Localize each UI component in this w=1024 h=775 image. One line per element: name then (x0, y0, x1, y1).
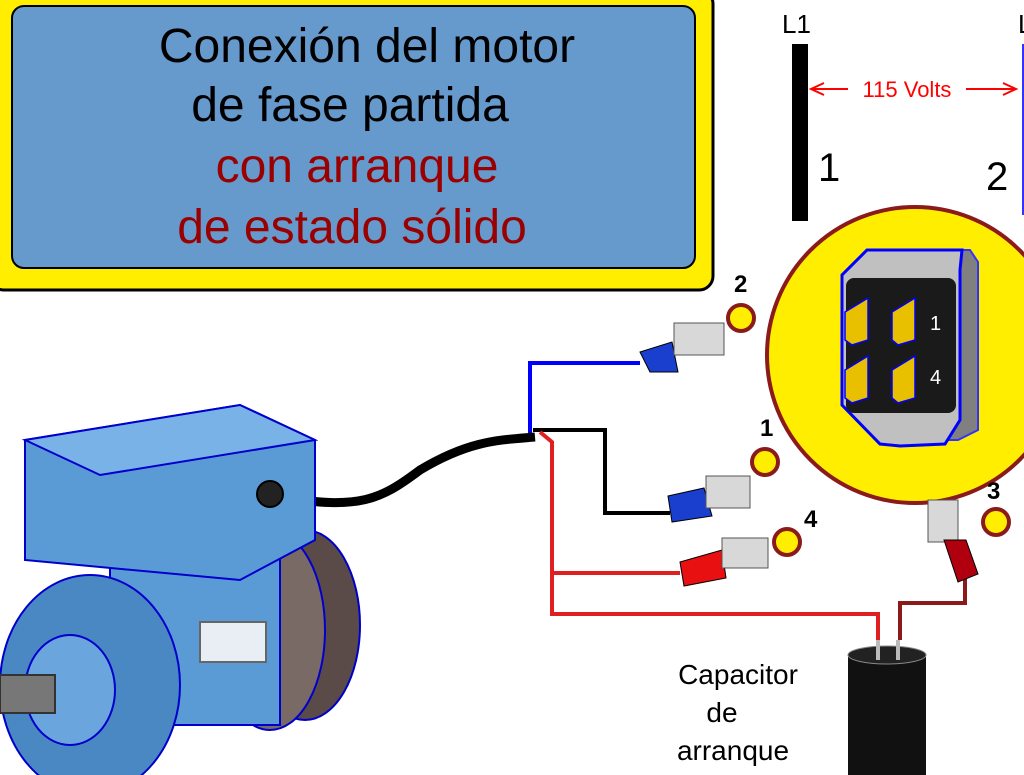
connector-2 (639, 322, 725, 373)
supply-terminal-1: 1 (818, 146, 840, 190)
title-line-1: Conexión del motor (159, 20, 575, 73)
start-capacitor: Capacitor de arranque (677, 640, 927, 775)
voltage-label: 115 Volts (863, 77, 952, 102)
title-line-3: con arranque (216, 140, 499, 193)
supply-terminal-2: 2 (986, 155, 1008, 199)
terminal-label-1: 1 (760, 415, 773, 442)
voltage-arrow (808, 82, 1019, 96)
relay-pin-4: 4 (930, 367, 941, 389)
motor-cable (279, 432, 536, 508)
solid-state-relay: 1 4 (765, 205, 1024, 505)
l1-label: L1 (782, 9, 811, 39)
wire-brown-3 (898, 575, 967, 640)
wire-red-capacitor (538, 430, 880, 640)
connector-4 (679, 537, 769, 587)
terminal-label-3: 3 (987, 478, 1000, 505)
capacitor-label-1: Capacitor (678, 659, 798, 690)
l1-line (792, 44, 808, 221)
motor (0, 403, 361, 775)
wire-black (533, 428, 670, 515)
wire-blue (528, 361, 640, 437)
capacitor-label-3: arranque (677, 735, 789, 766)
l2-label: L2 (1018, 9, 1024, 39)
title-line-4: de estado sólido (177, 201, 527, 254)
title-box: Conexión del motor de fase partida con a… (0, 0, 715, 292)
connector-3 (927, 499, 979, 583)
capacitor-label-2: de (706, 697, 737, 728)
terminal-label-2: 2 (734, 271, 747, 298)
terminal-markers: 2 1 4 3 (726, 271, 1011, 557)
connectors (639, 322, 979, 587)
terminal-label-4: 4 (804, 506, 818, 533)
title-line-2: de fase partida (191, 79, 509, 132)
supply-lines: L1 L2 115 Volts 1 2 (782, 9, 1024, 221)
connector-1 (667, 475, 751, 523)
wires (279, 361, 967, 640)
relay-pin-1: 1 (930, 313, 941, 335)
